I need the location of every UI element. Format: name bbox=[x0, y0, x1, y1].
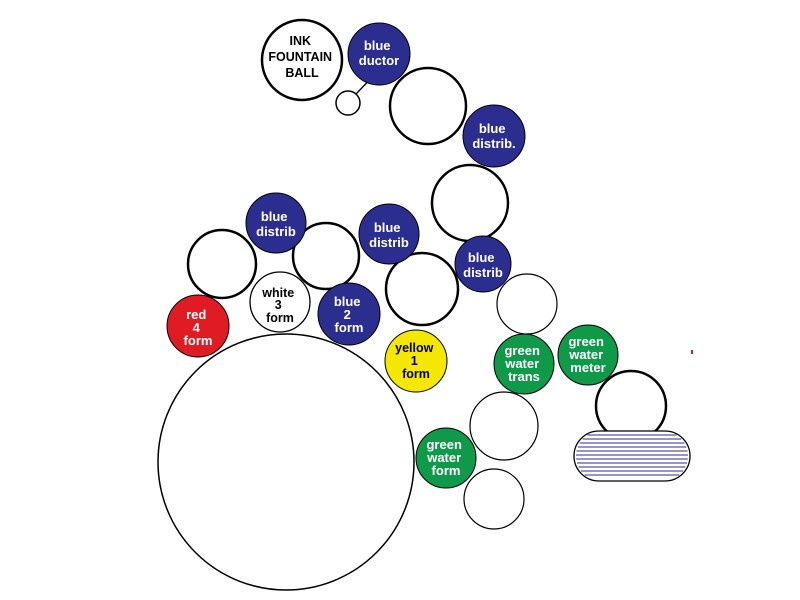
white-3-form-line-1: white bbox=[261, 286, 294, 300]
plate-cylinder bbox=[157, 333, 415, 591]
ink-fountain-ball-line-2: FOUNTAIN bbox=[268, 50, 332, 64]
svg-text:green water form: green water form bbox=[426, 437, 465, 478]
blue-2-form-line-1: blue bbox=[334, 294, 361, 309]
blue-distrib-mid-line-1: blue bbox=[374, 220, 401, 235]
blue-ductor-line-1: blue bbox=[364, 38, 391, 53]
plain-roller-left bbox=[186, 228, 258, 300]
green-water-meter-line-1: green bbox=[568, 334, 603, 349]
svg-text:blue distrib: blue distrib bbox=[369, 220, 409, 250]
roller-blue-2-form: blue 2 form bbox=[317, 282, 381, 346]
red-4-form-line-2: 4 bbox=[193, 320, 201, 335]
svg-text:green water meter: green water meter bbox=[568, 334, 607, 375]
green-water-form-line-2: water bbox=[426, 450, 461, 465]
svg-text:red 4 form: red 4 form bbox=[184, 307, 213, 348]
blue-ductor-line-2: ductor bbox=[359, 53, 399, 68]
yellow-1-form-line-1: yellow bbox=[395, 341, 433, 355]
green-water-meter-line-3: meter bbox=[570, 360, 605, 375]
svg-text:green water trans: green water trans bbox=[504, 343, 543, 384]
svg-text:blue ductor: blue ductor bbox=[359, 38, 399, 68]
red-mark bbox=[691, 350, 693, 354]
plain-roller-right-1 bbox=[496, 273, 558, 335]
roller-blue-distrib-left: blue distrib bbox=[245, 192, 307, 254]
svg-text:blue distrib.: blue distrib. bbox=[472, 121, 515, 151]
roller-blue-distrib-right: blue distrib bbox=[454, 235, 512, 293]
svg-text:blue distrib: blue distrib bbox=[463, 250, 503, 280]
blue-distrib-top-line-2: distrib. bbox=[472, 136, 515, 151]
plain-roller-upper-1 bbox=[388, 66, 468, 146]
roller-green-water-form: green water form bbox=[415, 427, 477, 489]
blue-2-form-line-2: 2 bbox=[344, 307, 351, 322]
yellow-1-form-line-3: form bbox=[402, 367, 430, 381]
plain-roller-mid bbox=[291, 221, 361, 291]
svg-text:yellow 1 form: yellow 1 form bbox=[395, 341, 437, 381]
plain-roller-water-2 bbox=[463, 468, 525, 530]
blue-distrib-left-line-1: blue bbox=[261, 209, 288, 224]
roller-green-water-meter: green water meter bbox=[557, 324, 619, 386]
plain-roller-small-top bbox=[335, 90, 361, 116]
green-water-trans-line-3: trans bbox=[508, 369, 540, 384]
svg-text:white 3 form: white 3 form bbox=[261, 286, 297, 325]
blue-distrib-top-line-1: blue bbox=[479, 121, 506, 136]
roller-ink-fountain-ball: INK FOUNTAIN BALL bbox=[260, 18, 344, 102]
roller-white-3-form: white 3 form bbox=[249, 271, 311, 333]
white-3-form-line-2: 3 bbox=[275, 298, 282, 312]
roller-blue-ductor: blue ductor bbox=[347, 22, 411, 86]
green-water-form-line-3: form bbox=[432, 463, 461, 478]
plain-roller-water-1 bbox=[469, 391, 539, 461]
yellow-1-form-line-2: 1 bbox=[411, 354, 418, 368]
svg-text:blue 2 form: blue 2 form bbox=[334, 294, 364, 335]
roller-red-4-form: red 4 form bbox=[166, 294, 230, 358]
water-fountain-tray bbox=[573, 430, 691, 482]
roller-yellow-1-form: yellow 1 form bbox=[384, 329, 448, 393]
blue-distrib-mid-line-2: distrib bbox=[369, 235, 409, 250]
ink-fountain-ball-line-3: BALL bbox=[285, 66, 319, 80]
roller-blue-distrib-top: blue distrib. bbox=[462, 104, 526, 168]
plain-roller-upper-2 bbox=[430, 163, 510, 243]
green-water-meter-line-2: water bbox=[568, 347, 603, 362]
roller-green-water-trans: green water trans bbox=[493, 333, 555, 395]
green-water-form-line-1: green bbox=[426, 437, 461, 452]
roller-blue-distrib-mid: blue distrib bbox=[358, 203, 420, 265]
blue-distrib-right-line-1: blue bbox=[468, 250, 495, 265]
blue-distrib-right-line-2: distrib bbox=[463, 265, 503, 280]
green-water-trans-line-1: green bbox=[504, 343, 539, 358]
plain-roller-center bbox=[384, 251, 460, 327]
svg-text:blue distrib: blue distrib bbox=[256, 209, 296, 239]
red-4-form-line-1: red bbox=[186, 307, 206, 322]
svg-text:INK FOUNTAIN BALL: INK FOUNTAIN BALL bbox=[268, 34, 335, 80]
red-4-form-line-3: form bbox=[184, 333, 213, 348]
ink-fountain-ball-line-1: INK bbox=[289, 34, 311, 48]
blue-distrib-left-line-2: distrib bbox=[256, 224, 296, 239]
blue-2-form-line-3: form bbox=[335, 320, 364, 335]
white-3-form-line-3: form bbox=[266, 311, 294, 325]
green-water-trans-line-2: water bbox=[504, 356, 539, 371]
